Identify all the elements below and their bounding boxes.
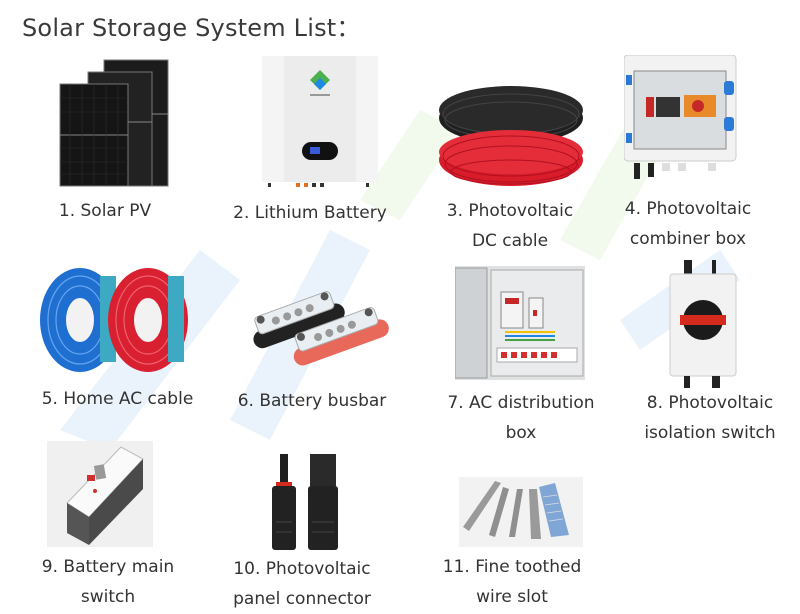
mc4-connector-icon [272, 454, 338, 550]
item-label: 1. Solar PV [58, 201, 152, 221]
item-label: 10. Photovoltaic [233, 559, 371, 579]
cable-coil-icon [439, 86, 583, 186]
item-label: 5. Home AC cable [41, 389, 194, 409]
distribution-box-icon [455, 266, 585, 380]
item-label: 7. AC distribution [447, 393, 595, 413]
item-label: 11. Fine toothed [442, 557, 582, 577]
isolation-switch-icon [669, 260, 737, 388]
item-label: 4. Photovoltaic [624, 199, 752, 219]
item-label: 6. Battery busbar [237, 391, 387, 411]
breaker-switch-icon [47, 441, 153, 547]
item-label: combiner box [629, 229, 747, 249]
item-label: box [505, 423, 537, 443]
busbar-icon [253, 291, 389, 366]
item-label: isolation switch [644, 423, 776, 443]
item-label: 2. Lithium Battery [233, 203, 387, 223]
solar-panel-icon [59, 59, 169, 187]
item-label: panel connector [233, 589, 371, 609]
wire-duct-icon [459, 477, 583, 547]
ac-cable-icon [40, 268, 188, 372]
item-label: 8. Photovoltaic [646, 393, 774, 413]
combiner-box-icon [624, 55, 737, 179]
item-label: switch [80, 587, 136, 607]
wall-battery-icon [262, 56, 378, 187]
item-label: wire slot [476, 587, 548, 607]
item-label: DC cable [471, 231, 549, 251]
page-title: Solar Storage System List： [22, 14, 361, 42]
item-label: 3. Photovoltaic [446, 201, 574, 221]
item-label: 9. Battery main [41, 557, 175, 577]
